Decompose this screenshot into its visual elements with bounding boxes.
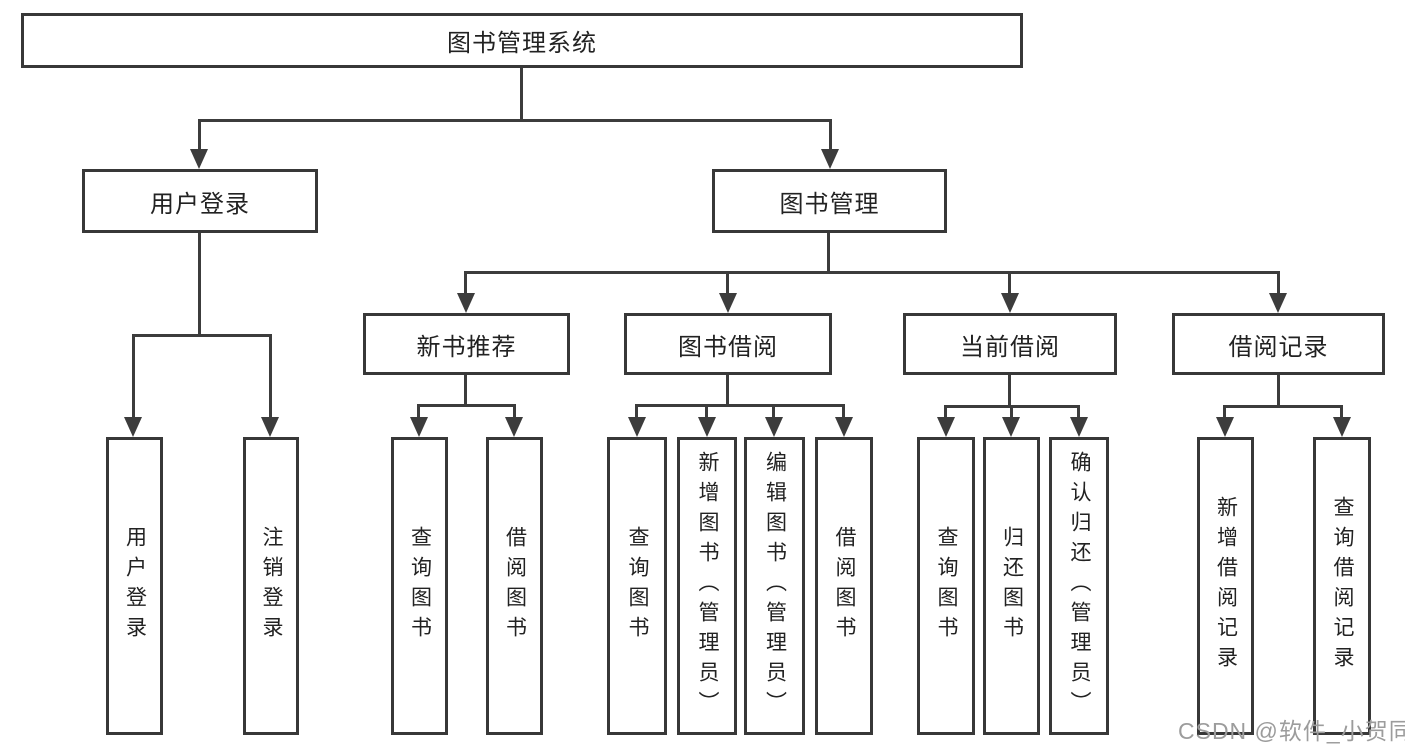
connector-borrow-bar <box>635 404 845 407</box>
connector-borrow-drop-1 <box>635 404 638 420</box>
arrow-down-leaf-user-login <box>124 417 142 437</box>
connector-user-drop-2 <box>269 334 272 420</box>
connector-mgmt-bar <box>464 271 1280 274</box>
arrow-down-borrow-books-recommend <box>505 417 523 437</box>
arrow-down-borrow-records <box>1269 293 1287 313</box>
node-root: 图书管理系统 <box>21 13 1023 68</box>
arrow-down-user-login <box>190 149 208 169</box>
arrow-down-new-book <box>457 293 475 313</box>
connector-recommend-drop-1 <box>417 404 420 420</box>
connector-borrow-stem <box>726 375 729 407</box>
connector-records-bar <box>1223 405 1343 408</box>
leaf-query-books-borrow: 查询图书 <box>607 437 667 735</box>
arrow-down-query-borrow-record <box>1333 417 1351 437</box>
arrow-down-book-borrow <box>719 293 737 313</box>
connector-user-bar <box>132 334 272 337</box>
connector-user-stem <box>198 233 201 337</box>
connector-borrow-drop-3 <box>772 404 775 420</box>
arrow-down-add-borrow-record <box>1216 417 1234 437</box>
connector-mgmt-drop-1 <box>464 271 467 296</box>
connector-current-drop-1 <box>944 405 947 420</box>
leaf-return-books: 归还图书 <box>983 437 1040 735</box>
node-new-book-recommend: 新书推荐 <box>363 313 570 375</box>
csdn-watermark: CSDN @软件_小贺同学 <box>1178 718 1405 744</box>
leaf-logout-login: 注销登录 <box>243 437 299 735</box>
connector-borrow-drop-4 <box>842 404 845 420</box>
arrow-down-add-book <box>698 417 716 437</box>
leaf-edit-book-admin: 编辑图书（管理员） <box>744 437 805 735</box>
leaf-user-login: 用户登录 <box>106 437 163 735</box>
connector-user-drop-1 <box>132 334 135 420</box>
connector-root-bar <box>198 119 832 122</box>
connector-recommend-bar <box>417 404 516 407</box>
connector-mgmt-drop-2 <box>726 271 729 296</box>
leaf-borrow-books-borrow: 借阅图书 <box>815 437 873 735</box>
node-user-login: 用户登录 <box>82 169 318 233</box>
arrow-down-return-books <box>1002 417 1020 437</box>
arrow-down-query-books-current <box>937 417 955 437</box>
leaf-add-book-admin: 新增图书（管理员） <box>677 437 737 735</box>
node-book-borrow: 图书借阅 <box>624 313 832 375</box>
connector-records-stem <box>1277 375 1280 408</box>
leaf-query-books-current: 查询图书 <box>917 437 975 735</box>
connector-mgmt-drop-4 <box>1277 271 1280 296</box>
leaf-query-borrow-record: 查询借阅记录 <box>1313 437 1371 735</box>
connector-root-drop-left <box>198 119 201 151</box>
arrow-down-book-management <box>821 149 839 169</box>
connector-current-drop-2 <box>1010 405 1013 420</box>
connector-mgmt-stem <box>827 233 830 274</box>
arrow-down-edit-book <box>765 417 783 437</box>
connector-recommend-drop-2 <box>513 404 516 420</box>
node-borrow-records: 借阅记录 <box>1172 313 1385 375</box>
arrow-down-confirm-return <box>1070 417 1088 437</box>
connector-mgmt-drop-3 <box>1008 271 1011 296</box>
connector-records-drop-2 <box>1340 405 1343 420</box>
connector-records-drop-1 <box>1223 405 1226 420</box>
arrow-down-borrow-books-borrow <box>835 417 853 437</box>
connector-current-drop-3 <box>1077 405 1080 420</box>
leaf-borrow-books-recommend: 借阅图书 <box>486 437 543 735</box>
arrow-down-current-borrow <box>1001 293 1019 313</box>
leaf-query-books-recommend: 查询图书 <box>391 437 448 735</box>
connector-borrow-drop-2 <box>705 404 708 420</box>
arrow-down-query-books-borrow <box>628 417 646 437</box>
node-book-management: 图书管理 <box>712 169 947 233</box>
leaf-confirm-return-admin: 确认归还（管理员） <box>1049 437 1109 735</box>
node-current-borrow: 当前借阅 <box>903 313 1117 375</box>
connector-current-stem <box>1008 375 1011 408</box>
leaf-add-borrow-record: 新增借阅记录 <box>1197 437 1254 735</box>
connector-root-drop-right <box>829 119 832 151</box>
arrow-down-query-books-recommend <box>410 417 428 437</box>
connector-recommend-stem <box>464 375 467 407</box>
arrow-down-leaf-logout <box>261 417 279 437</box>
connector-root-stem <box>520 68 523 120</box>
